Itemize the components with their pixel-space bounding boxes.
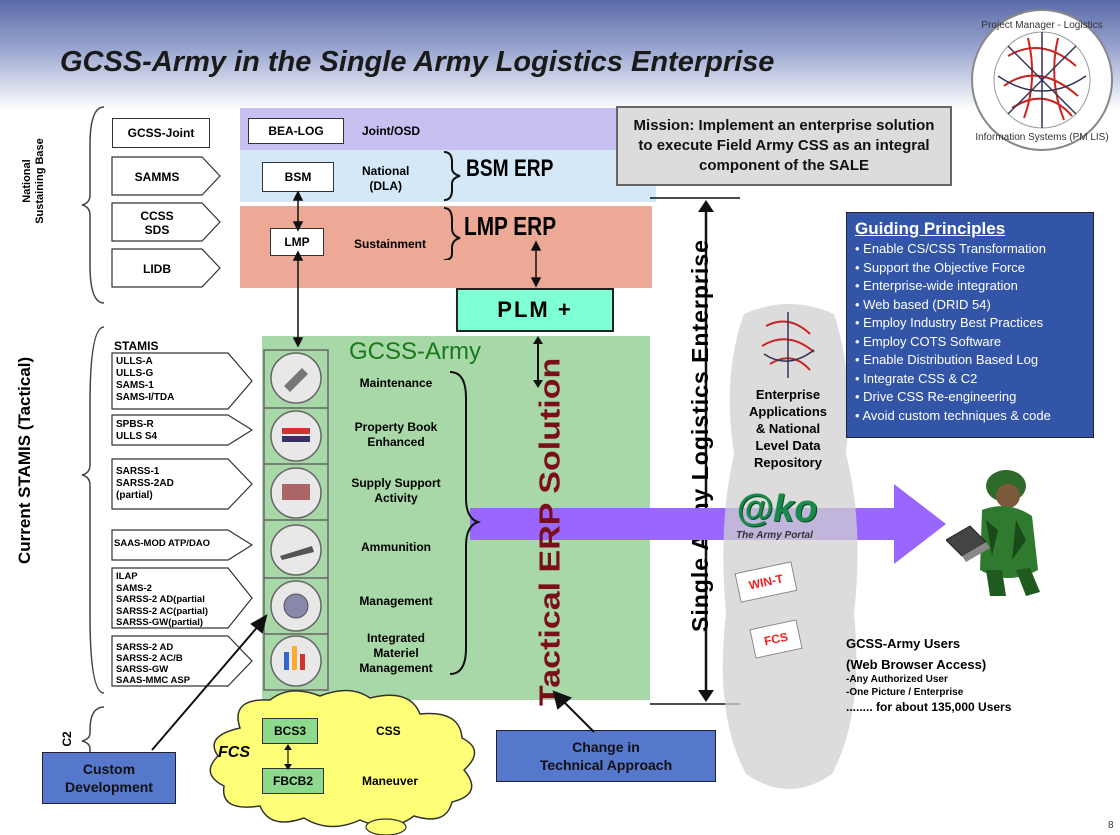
ako-logo-text: @ko (736, 488, 818, 530)
users-line-2: -One Picture / Enterprise (846, 687, 964, 698)
national-arrows (111, 156, 221, 288)
stamis-arrows (111, 352, 254, 687)
ako-logo-sub: The Army Portal (736, 530, 813, 541)
users-info: GCSS-Army Users (Web Browser Access) -An… (846, 636, 1096, 714)
module-management: Management (359, 594, 433, 608)
plm-to-erp-arrow (533, 336, 543, 388)
stamis-group-4: SAAS-MOD ATP/DAO (114, 538, 211, 549)
custom-development-callout: Custom Development (42, 752, 176, 804)
joint-osd-label: Joint/OSD (362, 124, 421, 138)
page-title: GCSS-Army in the Single Army Logistics E… (60, 46, 775, 78)
change-technical-approach-callout: Change in Technical Approach (496, 730, 716, 782)
page-number: 8 (1108, 820, 1114, 831)
ako-logo: @ko The Army Portal (736, 488, 854, 544)
bsm-erp-label: BSM ERP (466, 155, 554, 182)
enterprise-label: Enterprise Applications & National Level… (748, 386, 827, 470)
svg-text:Project Manager - Logistics: Project Manager - Logistics (981, 20, 1102, 31)
gp-item: • Support the Objective Force (855, 259, 1026, 275)
bcs3-box: BCS3 (262, 718, 318, 744)
current-stamis-label: Current STAMIS (Tactical) (15, 356, 34, 564)
gcss-army-title: GCSS-Army (349, 338, 481, 365)
lmp-erp-label: LMP ERP (464, 211, 557, 241)
bcs3-fbcb2-arrow (284, 744, 292, 770)
cloud-maneuver-label: Maneuver (362, 774, 419, 788)
mission-box: Mission: Implement an enterprise solutio… (616, 106, 952, 186)
bsm-box: BSM (262, 162, 334, 192)
plm-box: PLM + (456, 288, 614, 332)
users-line-1: -Any Authorized User (846, 674, 948, 685)
cloud-fcs-label: FCS (218, 744, 250, 761)
enterprise-figure (722, 304, 858, 789)
lmp-box: LMP (270, 228, 324, 256)
gp-item: • Employ Industry Best Practices (855, 315, 1044, 330)
gcss-joint-box: GCSS-Joint (112, 118, 210, 148)
bea-log-box: BEA-LOG (248, 118, 344, 144)
guiding-principles-panel: Guiding Principles • Enable CS/CSS Trans… (846, 212, 1094, 438)
stamis-group-2: SPBS-R ULLS S4 (116, 419, 158, 442)
gp-item: • Drive CSS Re-engineering (855, 389, 1017, 404)
svg-text:Information Systems (PM LIS): Information Systems (PM LIS) (975, 132, 1108, 143)
sustainment-label: Sustainment (354, 237, 427, 251)
users-subtitle: (Web Browser Access) (846, 657, 987, 672)
stamis-group-1: ULLS-A ULLS-G SAMS-1 SAMS-I/TDA (116, 356, 175, 403)
gp-item: • Enable CS/CSS Transformation (855, 241, 1046, 256)
pm-lis-seal: Project Manager - Logistics Information … (968, 6, 1116, 154)
national-dla-label: National (DLA) (362, 164, 410, 193)
cloud-css-label: CSS (376, 724, 401, 738)
module-maintenance: Maintenance (359, 376, 433, 390)
connector-arrows (292, 190, 542, 348)
module-icons (263, 349, 329, 691)
lidb-label: LIDB (143, 262, 171, 276)
module-imm: Integrated Materiel Management (359, 630, 433, 675)
stamis-group-5: ILAP SAMS-2 SARSS-2 AD(partial SARSS-2 A… (116, 571, 209, 628)
ccss-sds-label: CCSS SDS (140, 209, 174, 237)
users-title: GCSS-Army Users (846, 636, 961, 651)
purple-arrow (470, 484, 946, 564)
stamis-header: STAMIS (114, 339, 159, 353)
soldier-figure (946, 470, 1040, 596)
gp-item: • Employ COTS Software (855, 333, 1002, 349)
stamis-group-6: SARSS-2 AD SARSS-2 AC/B SARSS-GW SAAS-MM… (116, 642, 191, 686)
sale-label: Single Army Logistics Enterprise (687, 239, 713, 632)
modules-brace (449, 371, 482, 675)
callout-pointers (151, 613, 595, 751)
header-gradient (0, 0, 1120, 110)
erp-braces (443, 151, 461, 260)
stamis-group-3: SARSS-1 SARSS-2AD (partial) (116, 466, 174, 501)
gp-item: • Integrate CSS & C2 (855, 370, 978, 386)
module-ammunition: Ammunition (361, 540, 431, 554)
samms-label: SAMMS (134, 170, 180, 184)
guiding-principles-title: Guiding Principles (855, 219, 1006, 238)
gp-item: • Enterprise-wide integration (855, 278, 1018, 293)
gp-item: • Avoid custom techniques & code (855, 407, 1051, 423)
module-ssa: Supply Support Activity (351, 476, 441, 505)
fbcb2-box: FBCB2 (262, 768, 324, 794)
users-line-3: ........ for about 135,000 Users (846, 700, 1012, 714)
c2-label: C2 (60, 731, 74, 747)
module-property-book: Property Book Enhanced (354, 420, 438, 449)
gp-item: • Web based (DRID 54) (855, 296, 991, 312)
left-brackets (81, 106, 105, 795)
gp-item: • Enable Distribution Based Log (855, 352, 1039, 367)
